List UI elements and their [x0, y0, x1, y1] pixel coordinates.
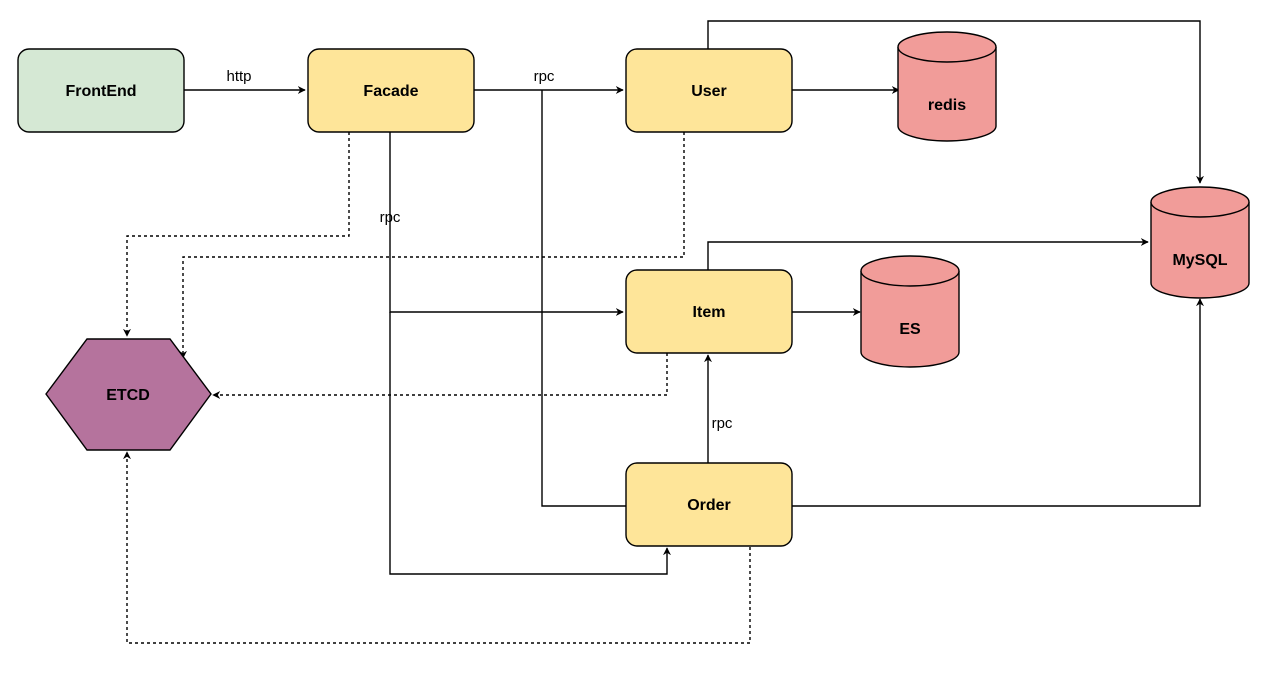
- node-redis-body: [897, 47, 997, 142]
- node-item[interactable]: Item: [625, 269, 793, 354]
- node-es[interactable]: ES: [860, 255, 960, 368]
- node-frontend-shape: [17, 48, 185, 133]
- edge-user-etcd: [179, 132, 685, 359]
- node-mysql-body: [1150, 202, 1250, 299]
- edge-label-http: http: [226, 68, 251, 85]
- node-order-label: Order: [687, 497, 731, 514]
- edge-label-rpc-order-item: rpc: [712, 415, 733, 432]
- node-facade-shape: [307, 48, 475, 133]
- edge-facade-order: [389, 312, 671, 575]
- node-es-label: ES: [899, 321, 921, 338]
- node-frontend-label: FrontEnd: [65, 83, 136, 100]
- node-facade[interactable]: Facade: [307, 48, 475, 133]
- edge-order-user: [541, 90, 626, 507]
- node-user-label: User: [691, 83, 727, 100]
- node-mysql[interactable]: MySQL: [1150, 186, 1250, 299]
- node-frontend[interactable]: FrontEnd: [17, 48, 185, 133]
- node-es-top: [860, 255, 960, 287]
- edge-order-etcd: [123, 451, 751, 644]
- node-redis[interactable]: redis: [897, 31, 997, 142]
- edge-label-rpc-user: rpc: [534, 68, 555, 85]
- node-redis-label: redis: [928, 97, 966, 114]
- edge-labels: http rpc rpc rpc: [226, 68, 732, 432]
- edge-facade-item: [389, 132, 624, 316]
- node-order-shape: [625, 462, 793, 547]
- node-etcd[interactable]: ETCD: [45, 338, 212, 451]
- node-etcd-shape: [45, 338, 212, 451]
- edge-item-mysql: [707, 238, 1149, 270]
- node-mysql-label: MySQL: [1172, 252, 1227, 269]
- node-item-label: Item: [693, 304, 726, 321]
- nodes: FrontEnd Facade User Item Order redis: [17, 31, 1250, 547]
- edge-facade-etcd: [123, 132, 350, 337]
- node-mysql-top: [1150, 186, 1250, 218]
- node-user-shape: [625, 48, 793, 133]
- edge-user-mysql: [707, 20, 1204, 184]
- node-redis-top: [897, 31, 997, 63]
- node-item-shape: [625, 269, 793, 354]
- node-order[interactable]: Order: [625, 462, 793, 547]
- node-facade-label: Facade: [363, 83, 418, 100]
- edge-item-etcd: [212, 353, 668, 399]
- node-es-body: [860, 271, 960, 368]
- node-user[interactable]: User: [625, 48, 793, 133]
- edges: [123, 20, 1204, 644]
- edge-order-mysql: [791, 298, 1204, 507]
- edge-label-rpc-item: rpc: [380, 209, 401, 226]
- node-etcd-label: ETCD: [106, 387, 150, 404]
